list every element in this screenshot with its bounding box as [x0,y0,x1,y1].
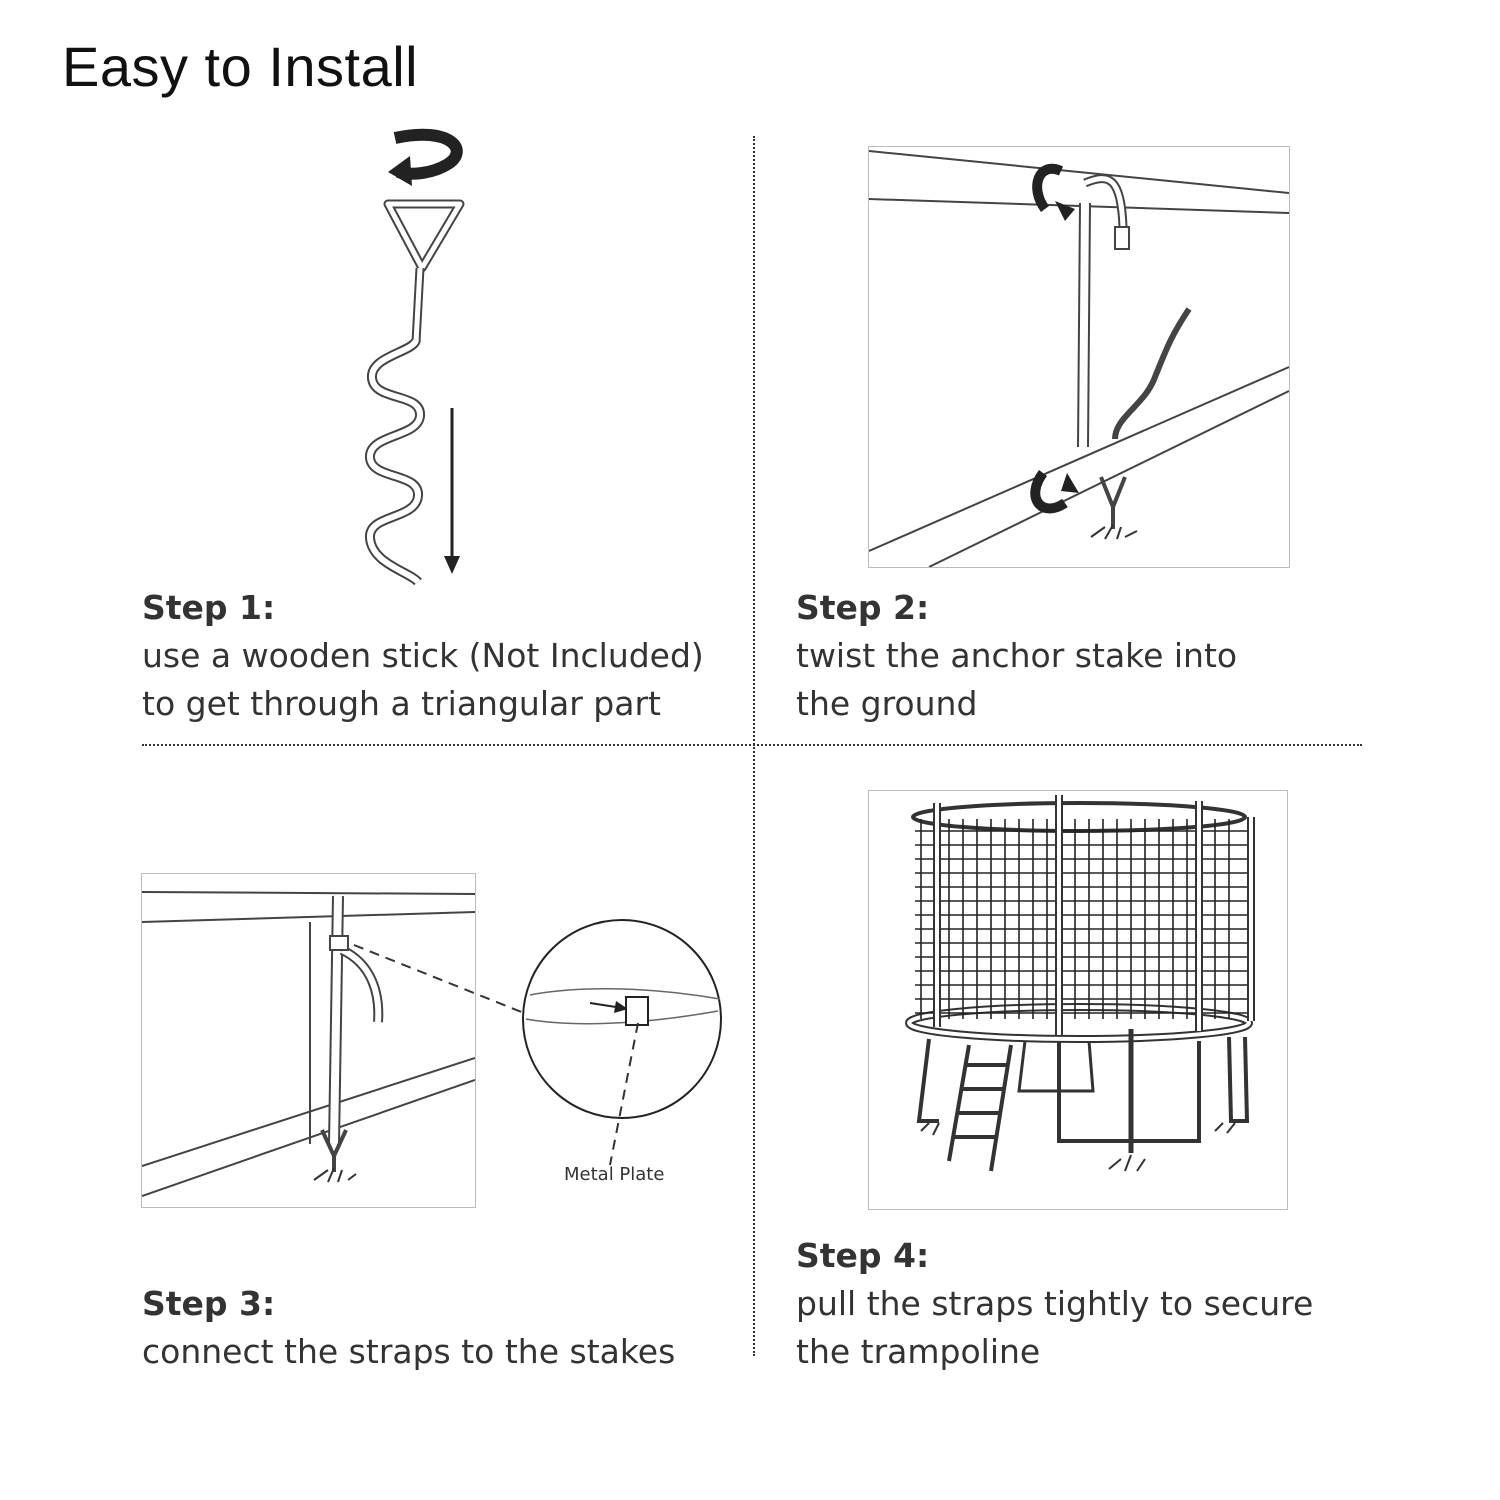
step1-line2: to get through a triangular part [142,684,661,723]
step1-illustration [330,120,500,600]
step2-block: Step 2: twist the anchor stake into the … [796,584,1237,728]
step4-block: Step 4: pull the straps tightly to secur… [796,1232,1313,1376]
step1-heading: Step 1: [142,588,276,627]
horizontal-divider [142,744,1362,746]
step4-line1: pull the straps tightly to secure [796,1284,1314,1323]
step3-heading: Step 3: [142,1284,276,1323]
metal-plate-callout [340,915,740,1195]
step2-illustration [868,146,1290,568]
page-title: Easy to Install [62,35,419,98]
step3-line1: connect the straps to the stakes [142,1332,676,1371]
rotate-arrow-icon [1030,470,1068,514]
rotate-arrow-icon [1032,163,1064,212]
metal-plate-label: Metal Plate [564,1164,665,1185]
step4-heading: Step 4: [796,1236,930,1275]
rotate-arrow-icon [393,128,463,180]
step3-block: Step 3: connect the straps to the stakes [142,1280,675,1376]
step3-illustration [141,873,476,1208]
step2-line2: the ground [796,684,978,723]
vertical-divider [753,136,755,1356]
step2-heading: Step 2: [796,588,930,627]
step4-illustration [868,790,1288,1210]
step2-line1: twist the anchor stake into [796,636,1238,675]
step4-line2: the trampoline [796,1332,1041,1371]
step1-block: Step 1: use a wooden stick (Not Included… [142,584,704,728]
step1-line1: use a wooden stick (Not Included) [142,636,704,675]
